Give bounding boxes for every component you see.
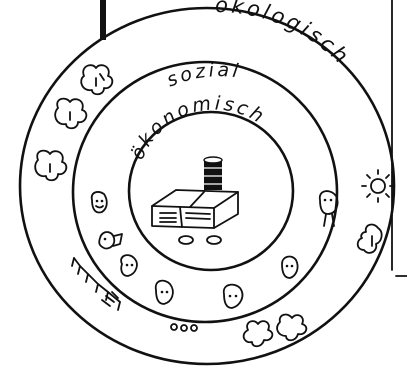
person-icon-4 bbox=[156, 281, 173, 304]
person-icon-5 bbox=[224, 285, 243, 308]
stones-icon bbox=[171, 324, 197, 331]
coin-stack-icon bbox=[204, 157, 222, 190]
person-icon-2 bbox=[99, 232, 122, 249]
tree-icon-4 bbox=[244, 321, 273, 346]
banknote-bundle-icon bbox=[152, 190, 238, 228]
sun-icon bbox=[362, 170, 394, 202]
tree-icon-5 bbox=[277, 315, 306, 341]
tree-icon-6 bbox=[358, 225, 382, 253]
ring-label-ecological: ökologisch bbox=[215, 0, 355, 70]
tree-icon-1 bbox=[81, 65, 112, 94]
coins-icon bbox=[179, 236, 221, 244]
person-icon-3 bbox=[121, 255, 137, 276]
person-icon-1 bbox=[92, 192, 107, 213]
ring-label-economic: ökonomisch bbox=[126, 92, 269, 163]
tree-icon-2 bbox=[55, 99, 86, 129]
person-icon-6 bbox=[282, 257, 298, 278]
tree-icon-3 bbox=[35, 151, 66, 181]
ring-label-social: sozial bbox=[164, 59, 243, 92]
